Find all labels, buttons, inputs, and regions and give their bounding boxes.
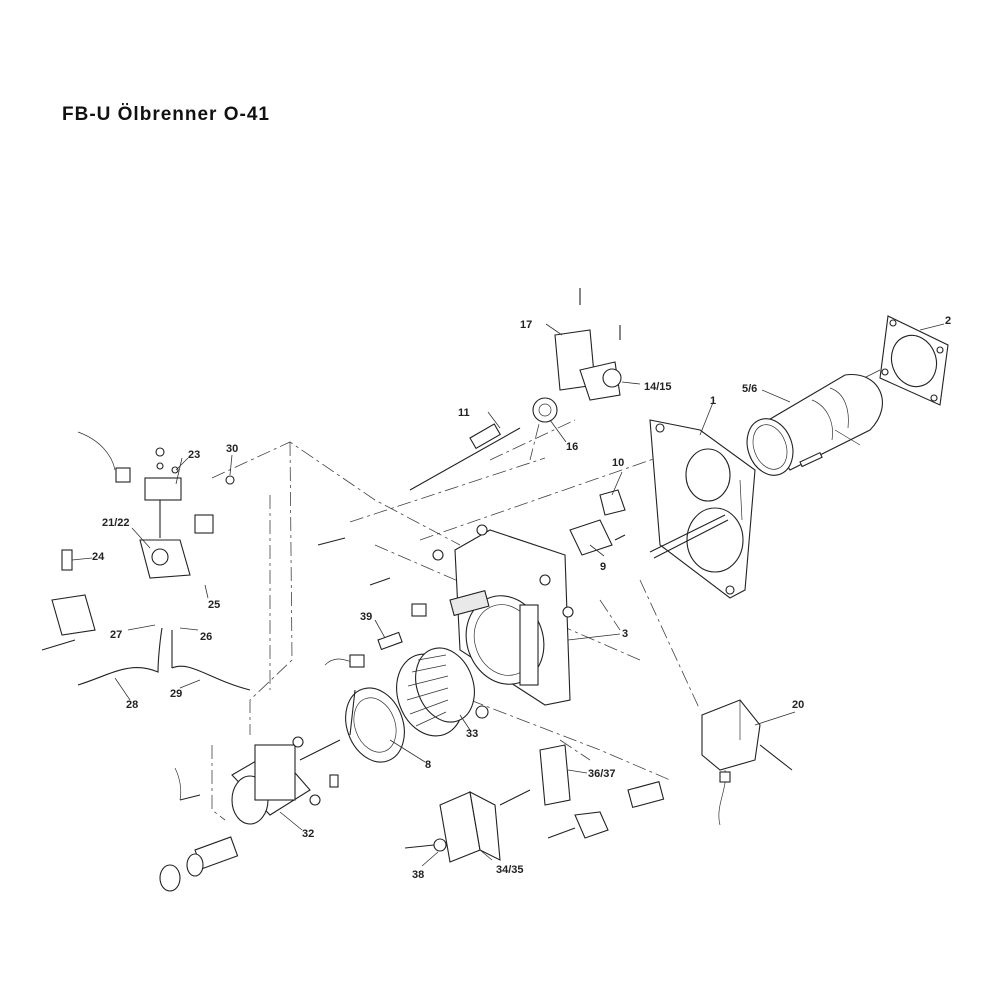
- controller-base-part: [404, 791, 501, 863]
- fan-wheel-part: [396, 647, 489, 737]
- oil-hoses-part: [77, 627, 251, 691]
- oil-pump-part: [41, 431, 214, 651]
- label-part-34-35: 34/35: [496, 864, 524, 876]
- ignition-transformer-part: [701, 699, 793, 826]
- blast-tube-part: [746, 374, 883, 476]
- label-part-11: 11: [458, 407, 470, 419]
- label-part-28: 28: [126, 699, 138, 711]
- fan-housing-part: [411, 524, 574, 706]
- leader-lines: [71, 323, 945, 867]
- page-title: FB-U Ölbrenner O-41: [62, 104, 270, 125]
- label-part-3: 3: [622, 628, 628, 640]
- part-labels: 2 5/6 1 10 9 11 16 17 14/15 3 20 36/37 3…: [92, 315, 951, 881]
- label-part-5-6: 5/6: [742, 383, 757, 395]
- air-inlet-part: [345, 687, 405, 763]
- label-part-27: 27: [110, 629, 122, 641]
- label-part-2: 2: [945, 315, 951, 327]
- label-part-14-15: 14/15: [644, 381, 672, 393]
- small-parts: [174, 475, 403, 801]
- label-part-17: 17: [520, 319, 532, 331]
- label-part-29: 29: [170, 688, 182, 700]
- motor-part: [231, 736, 341, 825]
- label-part-33: 33: [466, 728, 478, 740]
- mounting-plate-part: [649, 419, 756, 599]
- photocell-part: [569, 489, 626, 556]
- flange-gasket-part: [859, 315, 949, 406]
- label-part-10: 10: [612, 457, 624, 469]
- label-part-32: 32: [302, 828, 314, 840]
- label-part-39: 39: [360, 611, 372, 623]
- nozzle-assembly-part: [409, 288, 622, 491]
- label-part-26: 26: [200, 631, 212, 643]
- label-part-24: 24: [92, 551, 105, 563]
- coupling-part: [159, 836, 239, 892]
- label-part-38: 38: [412, 869, 424, 881]
- label-part-30: 30: [226, 443, 238, 455]
- label-part-25: 25: [208, 599, 220, 611]
- label-part-8: 8: [425, 759, 431, 771]
- label-part-21-22: 21/22: [102, 517, 130, 529]
- terminal-strip-part: [547, 781, 665, 839]
- label-part-9: 9: [600, 561, 606, 573]
- label-part-23: 23: [188, 449, 200, 461]
- label-part-20: 20: [792, 699, 804, 711]
- label-part-1: 1: [710, 395, 716, 407]
- label-part-16: 16: [566, 441, 578, 453]
- relay-part: [499, 744, 571, 806]
- label-part-36-37: 36/37: [588, 768, 616, 780]
